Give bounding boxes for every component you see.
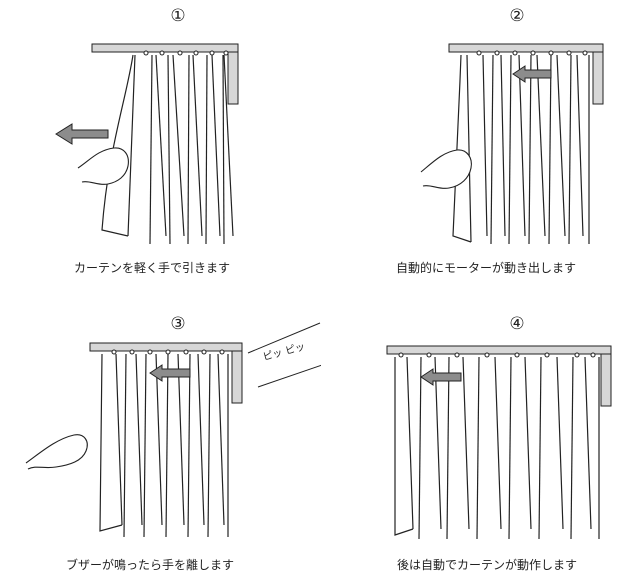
curtain-body: [99, 353, 229, 538]
step-3-illustration: [25, 322, 321, 538]
step-4-panel: ④ 後は自動でカーテンが動作します: [321, 291, 642, 582]
curtain-hooks: [143, 50, 229, 56]
motor-unit: [231, 350, 243, 404]
step-4-illustration: [386, 345, 612, 540]
curtain-body: [394, 356, 600, 540]
motor-move-arrow: [420, 368, 462, 386]
motor-move-arrow: [512, 65, 552, 83]
motor-unit: [227, 51, 239, 105]
pull-left-arrow: [55, 123, 109, 145]
step-2-illustration: [420, 43, 604, 245]
step-1-illustration: [55, 43, 239, 245]
motor-unit: [600, 353, 612, 407]
step-3-panel: ③ ピッ ピッ ブザーが鳴ったら手を離します: [0, 291, 321, 582]
motor-unit: [592, 51, 604, 105]
curtain-body: [452, 54, 590, 245]
curtain-rail: [448, 43, 604, 53]
pulling-hand: [77, 147, 129, 185]
holding-hand: [420, 149, 472, 189]
curtain-rail: [91, 43, 239, 53]
curtain-hooks: [476, 50, 588, 56]
curtain-body: [101, 54, 234, 245]
step-3-number: ③: [170, 314, 186, 334]
step-1-panel: ① カーテンを軽く手で引きます: [0, 0, 321, 291]
curtain-rail: [386, 345, 612, 355]
step-4-number: ④: [509, 314, 525, 334]
released-hand: [25, 434, 88, 470]
curtain-rail: [89, 342, 243, 352]
curtain-hooks: [111, 349, 225, 355]
step-2-number: ②: [509, 6, 525, 26]
step-2-panel: ② 自動的にモーターが動き出します: [321, 0, 642, 291]
curtain-hooks: [398, 352, 596, 358]
sound-line: [257, 364, 321, 388]
step-4-caption: 後は自動でカーテンが動作します: [397, 558, 578, 572]
step-3-caption: ブザーが鳴ったら手を離します: [66, 558, 235, 572]
sound-line: [247, 322, 321, 354]
step-1-caption: カーテンを軽く手で引きます: [74, 261, 231, 275]
step-1-number: ①: [170, 6, 186, 26]
motor-move-arrow: [149, 364, 191, 382]
step-2-caption: 自動的にモーターが動き出します: [396, 261, 577, 275]
